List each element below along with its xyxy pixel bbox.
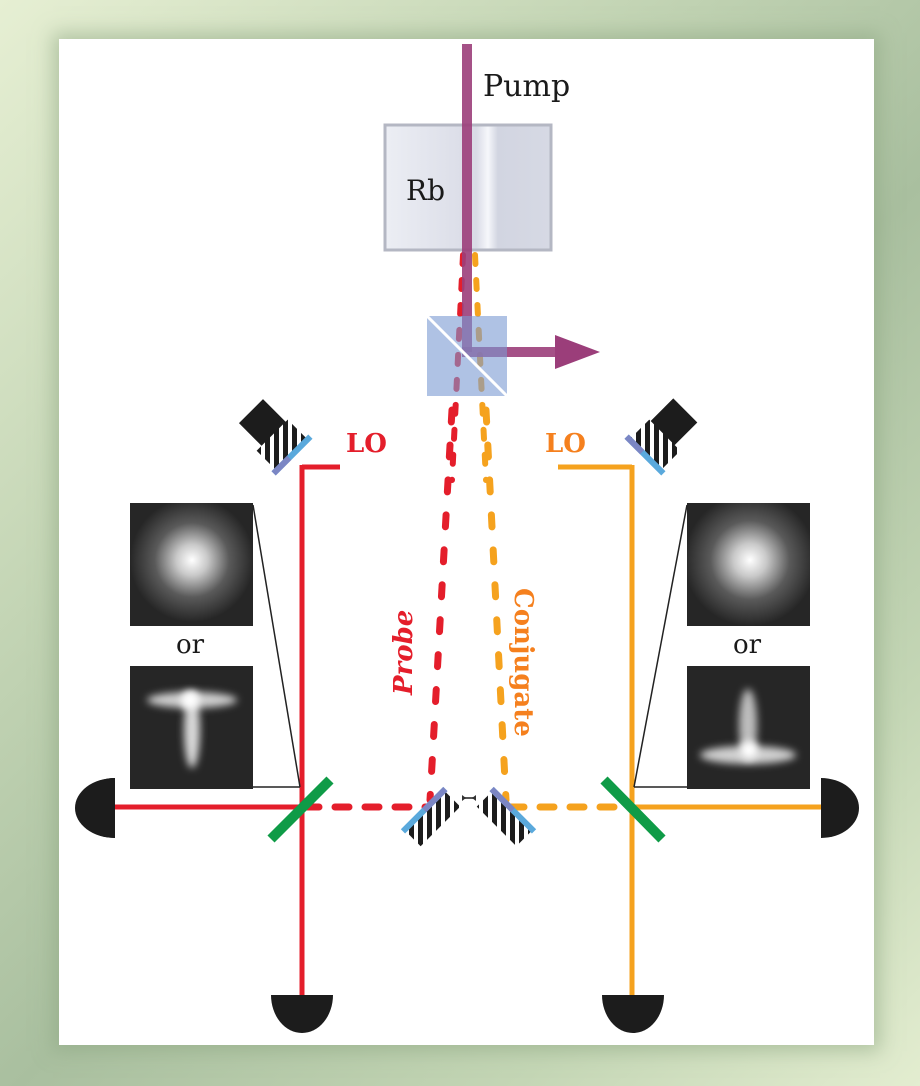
inset-right-inverted-t-mode	[687, 666, 810, 789]
pickoff-mirror-left	[400, 786, 461, 847]
or-right-label: or	[733, 630, 762, 660]
detector-bottom-left	[271, 995, 333, 1033]
inset-right-gaussian	[687, 503, 810, 626]
inset-left-zoom-lines	[252, 504, 301, 788]
or-left-label: or	[176, 630, 205, 660]
pump-label: Pump	[483, 69, 570, 104]
beam-splitter-right	[600, 776, 666, 843]
lo-left-beam	[105, 464, 340, 1000]
rb-cell-label: Rb	[406, 174, 445, 207]
inset-right-zoom-lines	[633, 504, 688, 788]
inset-left-gaussian	[130, 503, 253, 626]
lo-right-label: LO	[545, 429, 586, 459]
inset-left-t-mode	[130, 666, 253, 789]
beam-splitter-left	[267, 776, 334, 843]
pump-arrow-head-icon	[555, 335, 600, 369]
lo-right-beam	[558, 464, 824, 1000]
detector-right	[821, 778, 859, 838]
lo-left-label: LO	[346, 429, 387, 459]
conjugate-label: Conjugate	[508, 588, 538, 737]
probe-label: Probe	[389, 610, 419, 696]
polarizing-beam-splitter	[425, 314, 509, 398]
lo-left-mirror	[238, 399, 313, 476]
detector-bottom-right	[602, 995, 664, 1033]
mirror-gap-marker	[462, 795, 476, 801]
probe-beam	[426, 406, 456, 804]
lo-right-mirror	[624, 398, 698, 476]
conjugate-beam	[482, 406, 510, 804]
pickoff-mirror-right	[476, 786, 537, 847]
detector-left	[75, 778, 115, 838]
